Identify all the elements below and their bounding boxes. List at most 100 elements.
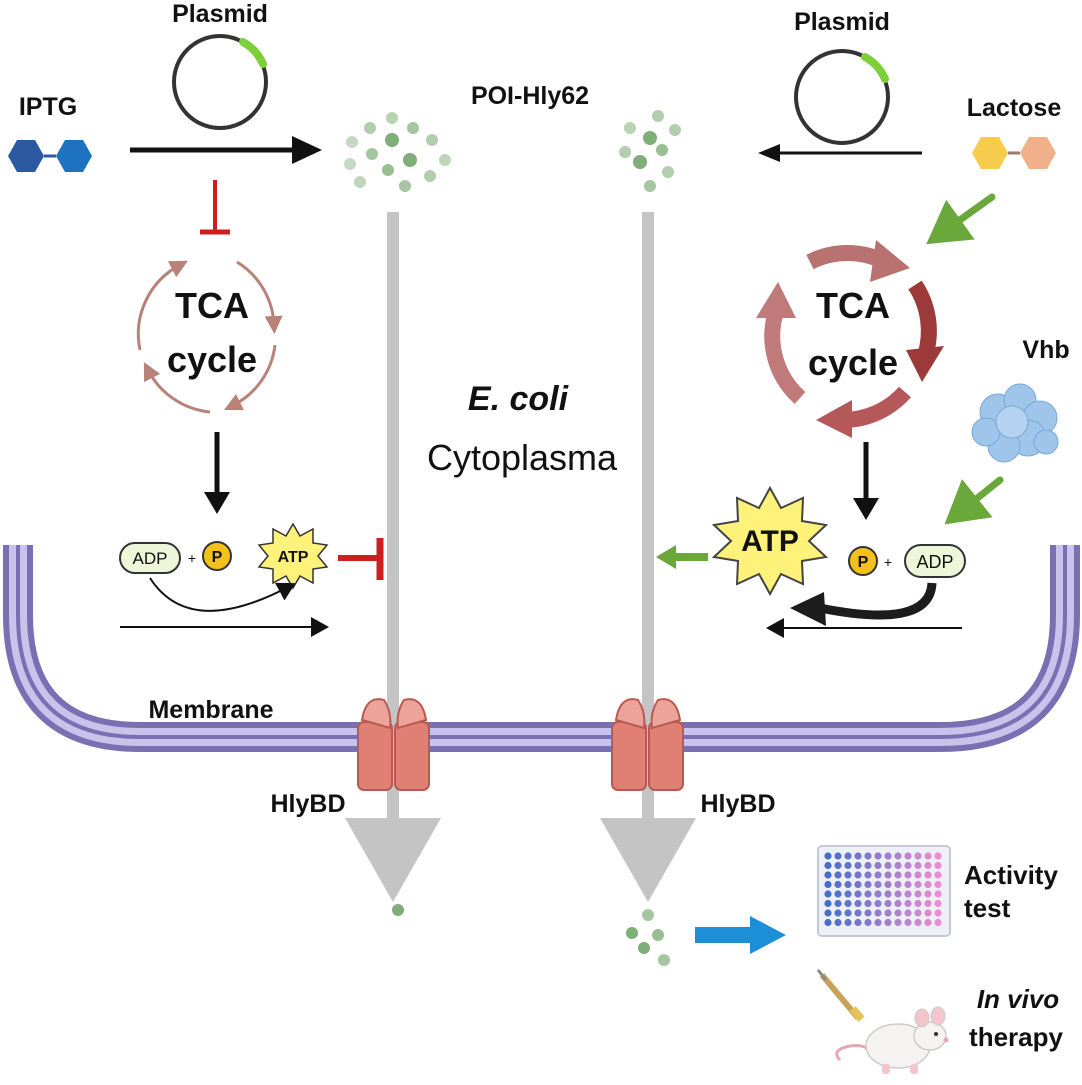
plate-well [834,890,842,898]
plate-well [914,861,922,870]
application-arrow [695,916,786,954]
plate-well [924,909,932,917]
plate-well [874,880,882,889]
plate-well [824,890,832,898]
plate-well [904,918,912,927]
vhb-to-atp-arrow [944,476,1004,525]
plus-left-label: + [188,550,196,566]
activity-test-label-line1: Activity [964,860,1058,890]
plate-well [884,861,892,870]
phosphate-right-badge [848,546,878,576]
inhibition-atp-secretion [338,538,384,580]
well-plate-icon [817,845,951,937]
phosphorylation-arrow-left [120,577,329,637]
tca-right-label-line2: cycle [808,342,898,383]
plate-well [914,880,922,889]
plate-well [854,852,862,860]
plate-well [864,890,872,898]
plate-well [824,918,832,927]
adp-left-label: ADP [133,549,168,568]
plate-well [914,890,922,898]
plate-well [834,871,842,879]
plate-well [934,852,942,860]
plate-well [824,880,832,889]
plate-well [934,899,942,908]
plate-well [834,852,842,860]
plate-well [824,899,832,908]
plate-well [874,852,882,860]
plate-well [894,918,902,927]
plate-well [894,909,902,917]
p-right-label: P [858,554,869,571]
cytoplasma-label: Cytoplasma [427,437,618,478]
plate-well [904,899,912,908]
plate-well [934,880,942,889]
membrane-label: Membrane [148,696,273,724]
plate-well [924,880,932,889]
plate-well [854,861,862,870]
plate-well [824,909,832,917]
plate-well [894,871,902,879]
plate-well [884,899,892,908]
plate-well [904,871,912,879]
plate-well [904,890,912,898]
plate-well [854,909,862,917]
plate-well [904,861,912,870]
plate-well [934,909,942,917]
iptg-molecule-icon [8,140,92,172]
p-left-label: P [212,549,223,566]
plate-well [844,861,852,870]
plate-well [844,852,852,860]
phosphorylation-arrow-right [766,582,962,638]
hlybd-transporter-left [357,698,430,791]
plate-well [824,871,832,879]
cell-membrane [3,545,1080,752]
plate-well [884,890,892,898]
plate-well [844,880,852,889]
poi-cluster-right [619,110,681,192]
hlybd-left-label: HlyBD [270,790,345,818]
plate-well [924,918,932,927]
plate-well [874,909,882,917]
plate-well [844,918,852,927]
poi-cluster-left [344,112,451,192]
therapy-label: therapy [969,1022,1063,1052]
plate-well [914,918,922,927]
plate-well [894,890,902,898]
plate-well [934,918,942,927]
plate-well [844,890,852,898]
plate-well [864,861,872,870]
plate-well [934,890,942,898]
plate-well [904,852,912,860]
hlybd-right-label: HlyBD [700,790,775,818]
iptg-label: IPTG [19,93,77,121]
vhb-protein-icon [971,383,1059,463]
plate-well [874,871,882,879]
plate-well [844,909,852,917]
tca-cycle-left [136,260,283,414]
mouse-syringe-icon [816,969,949,1074]
plate-well [834,880,842,889]
plate-well [874,918,882,927]
plate-well [884,918,892,927]
plate-well [914,899,922,908]
phosphate-left-badge [202,541,232,571]
plate-well [924,890,932,898]
plate-well [824,861,832,870]
in-vivo-label: In vivo [977,984,1059,1014]
plate-well [864,880,872,889]
tca-cycle-right [756,240,944,438]
plasmid-left-label: Plasmid [172,0,268,28]
plasmid-icon-right [794,49,890,145]
lactose-to-tca-arrow [926,193,996,245]
plate-well [864,918,872,927]
adp-right-label: ADP [916,552,953,572]
plate-well [894,880,902,889]
plate-well [854,918,862,927]
plate-well [834,899,842,908]
plate-well [924,852,932,860]
plate-well [854,880,862,889]
plate-well [924,871,932,879]
tca-left-label-line1: TCA [175,285,249,326]
